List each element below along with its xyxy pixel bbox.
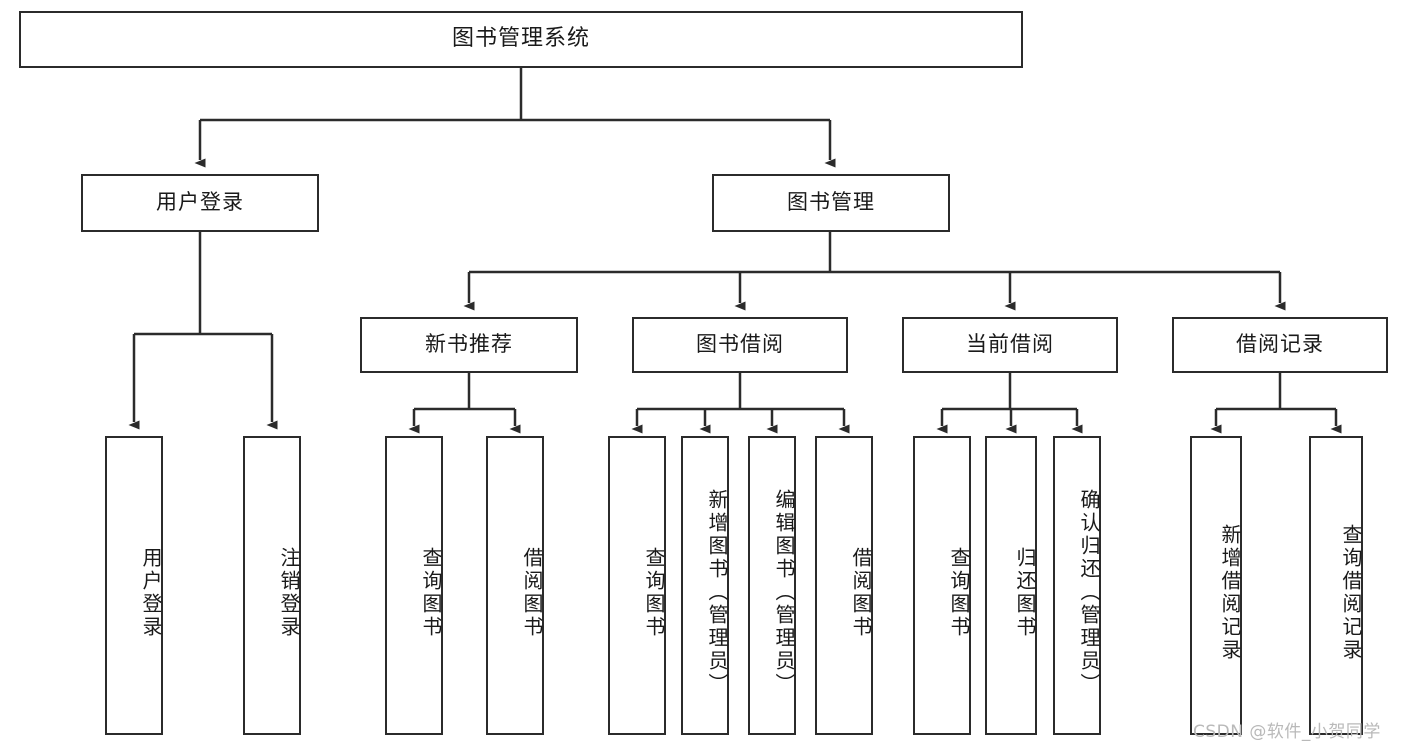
leaf-node[interactable]: 注销登录 [243, 436, 301, 735]
leaf-node-label: 编辑图书（管理员） [772, 489, 796, 696]
leaf-node-label: 确认归还（管理员） [1077, 489, 1101, 696]
node-book-management-label: 图书管理 [787, 190, 875, 215]
node-current-borrow-label: 当前借阅 [966, 332, 1054, 357]
leaf-node[interactable]: 借阅图书 [486, 436, 544, 735]
leaf-node[interactable]: 查询图书 [913, 436, 971, 735]
leaf-node-label: 查询图书 [947, 546, 971, 639]
leaf-node[interactable]: 归还图书 [985, 436, 1037, 735]
node-book-management[interactable]: 图书管理 [712, 174, 950, 232]
leaf-node[interactable]: 用户登录 [105, 436, 163, 735]
leaf-node-label: 新增图书（管理员） [705, 489, 729, 696]
leaf-node[interactable]: 查询借阅记录 [1309, 436, 1363, 735]
node-current-borrow[interactable]: 当前借阅 [902, 317, 1118, 373]
leaf-node[interactable]: 新增借阅记录 [1190, 436, 1242, 735]
leaf-node[interactable]: 新增图书（管理员） [681, 436, 729, 735]
node-book-borrow-label: 图书借阅 [696, 332, 784, 357]
leaf-node-label: 归还图书 [1013, 546, 1037, 639]
node-user-login[interactable]: 用户登录 [81, 174, 319, 232]
node-new-book-recommend[interactable]: 新书推荐 [360, 317, 578, 373]
leaf-node[interactable]: 查询图书 [385, 436, 443, 735]
leaf-node-label: 用户登录 [139, 546, 163, 639]
node-root-label: 图书管理系统 [451, 26, 590, 52]
leaf-node-label: 查询借阅记录 [1339, 523, 1363, 662]
leaf-node[interactable]: 编辑图书（管理员） [748, 436, 796, 735]
node-borrow-records[interactable]: 借阅记录 [1172, 317, 1388, 373]
leaf-node-label: 查询图书 [642, 546, 666, 639]
node-borrow-records-label: 借阅记录 [1236, 332, 1324, 357]
leaf-node-label: 新增借阅记录 [1218, 523, 1242, 662]
leaf-node[interactable]: 确认归还（管理员） [1053, 436, 1101, 735]
node-book-borrow[interactable]: 图书借阅 [632, 317, 848, 373]
node-root[interactable]: 图书管理系统 [19, 11, 1023, 68]
leaf-node[interactable]: 查询图书 [608, 436, 666, 735]
leaf-node-label: 借阅图书 [849, 546, 873, 639]
csdn-watermark: CSDN @软件_小贺同学 [1193, 722, 1381, 742]
leaf-node-label: 借阅图书 [520, 546, 544, 639]
leaf-node-label: 注销登录 [277, 546, 301, 639]
node-new-book-recommend-label: 新书推荐 [425, 332, 513, 357]
node-user-login-label: 用户登录 [156, 190, 244, 215]
leaf-node-label: 查询图书 [419, 546, 443, 639]
leaf-node[interactable]: 借阅图书 [815, 436, 873, 735]
